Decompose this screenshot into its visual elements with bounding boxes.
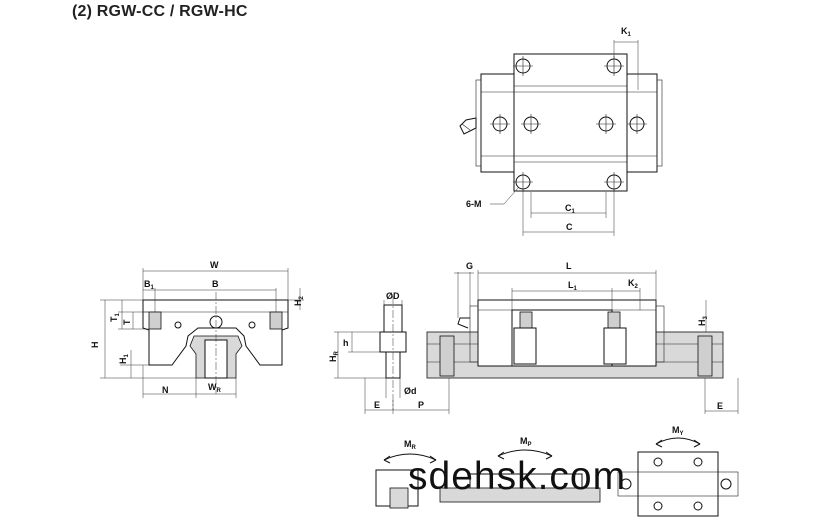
dim-label-phi-d-lower: Ød: [404, 386, 417, 396]
label-6-m: 6-M: [466, 199, 482, 209]
top-view: K1 C1 C 6-M: [459, 26, 663, 236]
side-view: ØD h HR Ød E P G L L1: [328, 261, 739, 414]
dim-label-n: N: [162, 385, 169, 395]
dim-label-b: B: [212, 279, 219, 289]
moment-diagrams: MR MP MY: [375, 425, 739, 517]
dim-label-l: L: [566, 261, 572, 271]
dim-label-c: C: [566, 222, 573, 232]
front-view-block: [142, 299, 289, 366]
dim-label-hr: HR: [328, 351, 340, 363]
moment-my-block: [637, 451, 719, 517]
moment-label-mr: MR: [404, 439, 417, 451]
dim-label-l1: L1: [568, 280, 578, 292]
dim-label-h: H: [90, 342, 100, 349]
dim-label-h2: H2: [293, 296, 305, 307]
dim-label-h3: H3: [697, 316, 709, 327]
dim-label-wr: WR: [208, 382, 222, 394]
moment-label-mp: MP: [520, 436, 532, 448]
dim-label-b1: B1: [144, 279, 155, 291]
watermark: sdehsk.com: [408, 455, 627, 498]
grease-nipple: [459, 117, 477, 135]
moment-label-my: MY: [672, 425, 684, 437]
top-view-block: [513, 53, 628, 192]
dim-label-k1: K1: [621, 26, 632, 38]
dim-label-h1: H1: [118, 354, 130, 365]
dim-label-phi-d-upper: ØD: [386, 291, 400, 301]
front-view: W B1 B H2 H T1 T H1 N WR: [90, 260, 305, 398]
dim-label-t1: T1: [109, 313, 121, 323]
dim-label-h-small: h: [343, 338, 349, 348]
dim-label-p: P: [418, 400, 424, 410]
dim-label-k2: K2: [628, 278, 639, 290]
dim-label-e-left: E: [374, 400, 380, 410]
dim-label-e-right: E: [717, 401, 723, 411]
mounting-holes: [490, 56, 647, 192]
dim-label-w: W: [210, 260, 219, 270]
dim-label-g: G: [466, 261, 473, 271]
dim-label-c1: C1: [565, 203, 576, 215]
page-title: (2) RGW-CC / RGW-HC: [72, 3, 248, 20]
dim-label-t: T: [122, 319, 132, 325]
